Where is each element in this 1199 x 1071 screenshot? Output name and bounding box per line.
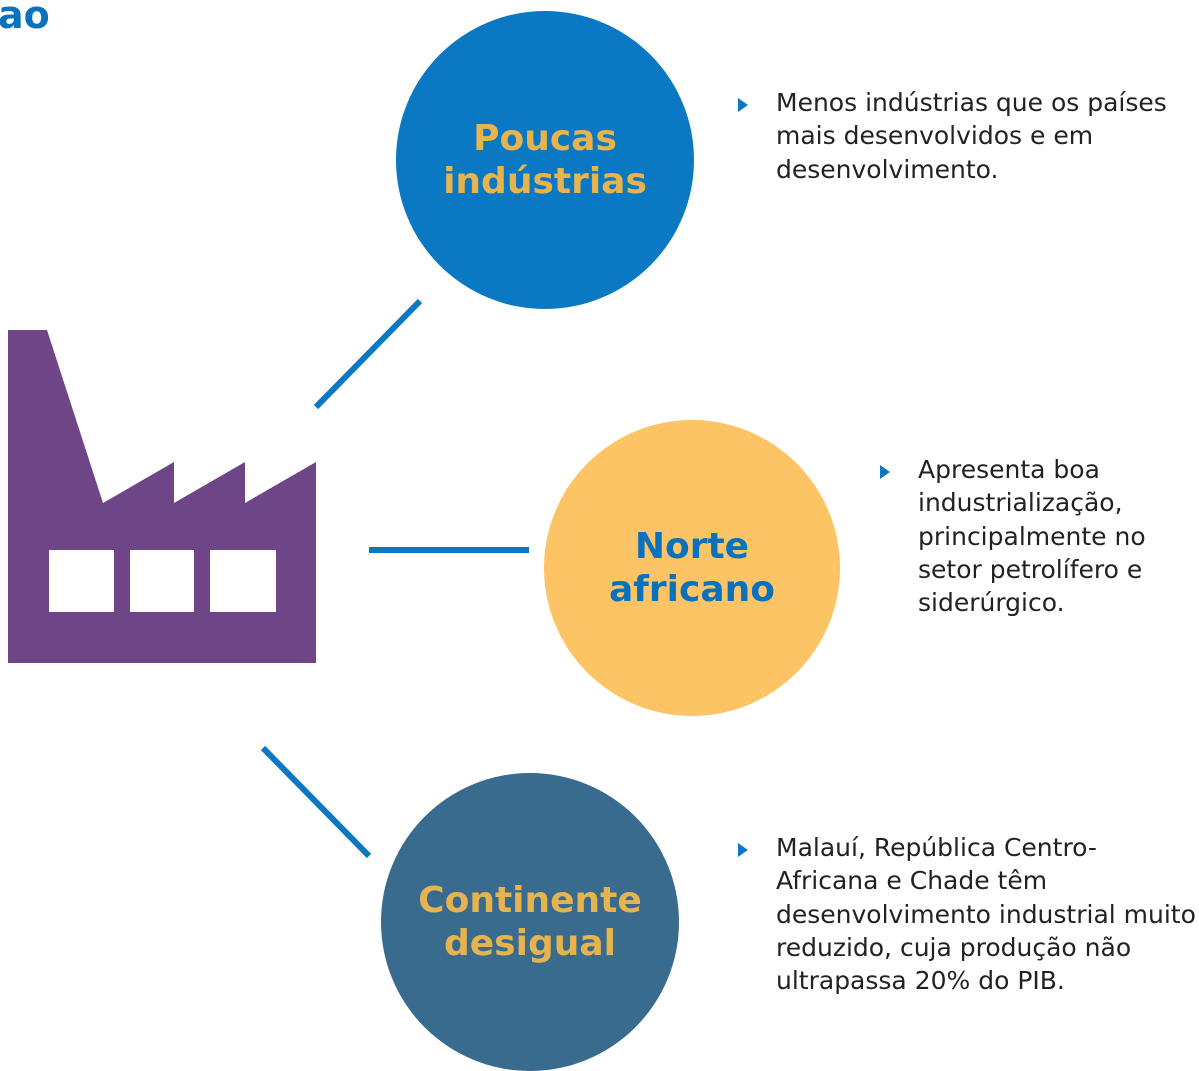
triangle-right-icon: [738, 843, 748, 857]
triangle-right-icon: [738, 98, 748, 112]
factory-body: [8, 330, 316, 663]
factory-window-2: [130, 550, 194, 612]
bullet-item-1: Menos indústrias que os países mais dese…: [738, 86, 1168, 186]
triangle-right-icon: [880, 465, 890, 479]
node-poucas-industrias: Poucas indústrias: [396, 11, 694, 309]
node-norte-africano: Norte africano: [544, 420, 840, 716]
page-title: ao: [0, 0, 50, 37]
bullet-item-2: Apresenta boa industrialização, principa…: [880, 453, 1198, 619]
factory-window-1: [49, 550, 114, 612]
bullet-item-3: Malauí, República Centro-Africana e Chad…: [738, 831, 1198, 997]
bullet-text: Malauí, República Centro-Africana e Chad…: [776, 833, 1196, 995]
node-title: Continente desigual: [418, 879, 642, 964]
node-continente-desigual: Continente desigual: [381, 773, 679, 1071]
connector-line-bottom: [260, 745, 372, 859]
node-title: Poucas indústrias: [443, 117, 647, 202]
bullet-text: Menos indústrias que os países mais dese…: [776, 88, 1167, 184]
factory-icon: [8, 330, 316, 663]
factory-window-3: [210, 550, 276, 612]
bullet-text: Apresenta boa industrialização, principa…: [918, 455, 1146, 617]
node-title: Norte africano: [608, 525, 776, 610]
connector-line-top: [313, 298, 423, 410]
